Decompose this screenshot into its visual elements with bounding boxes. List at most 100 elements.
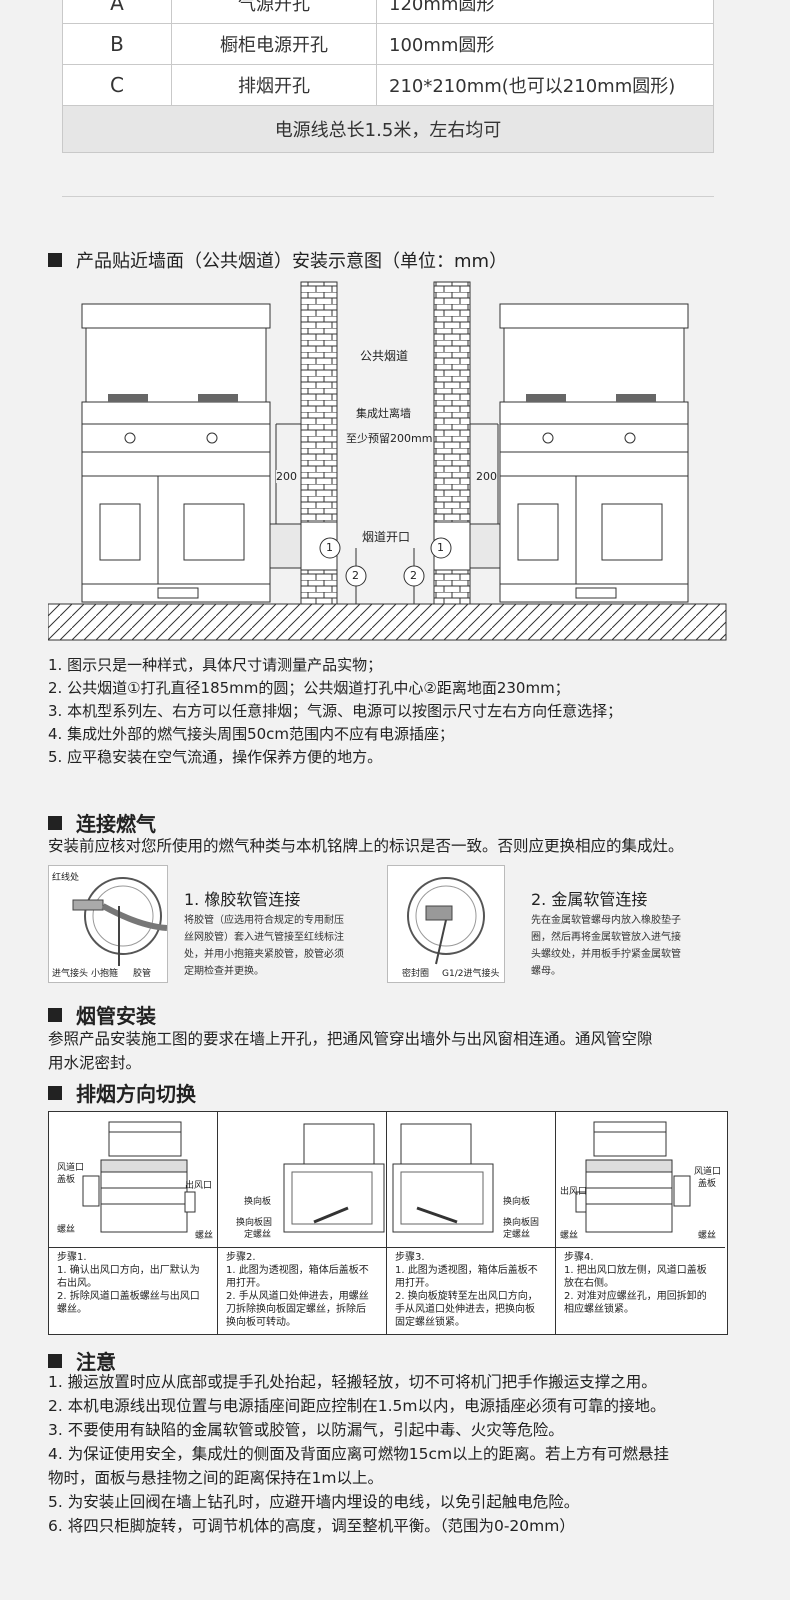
label-diverter: 换向板 xyxy=(244,1197,272,1207)
step-line: 2. 对准对应螺丝孔，用回拆卸的 xyxy=(564,1291,707,1302)
step-illustration xyxy=(392,1123,494,1233)
row-value: 100mm圆形 xyxy=(376,23,714,65)
label-dim-left: 200 xyxy=(276,470,297,483)
step-line: 1. 把出风口放左侧，风道口盖板 xyxy=(564,1265,707,1276)
circle-label-1: 1 xyxy=(326,541,333,554)
pipe-text-line: 参照产品安装施工图的要求在墙上开孔，把通风管穿出墙外与出风窗相连通。通风管空隙 xyxy=(48,1030,653,1048)
label-diverter-screw: 换向板固 xyxy=(503,1218,540,1228)
row-value: 120mm圆形 xyxy=(376,0,714,24)
table-row: A 气源开孔 120mm圆形 xyxy=(62,0,714,24)
step-line: 刀拆除换向板固定螺丝，拆除后 xyxy=(226,1304,366,1315)
circle-label-2: 2 xyxy=(410,569,417,582)
step-line: 2. 拆除风道口盖板螺丝与出风口 xyxy=(57,1291,200,1302)
caution-list: 1. 搬运放置时应从底部或提手孔处抬起，轻搬轻放，切不可将机门把手作搬运支撑之用… xyxy=(48,1370,748,1538)
row-key: C xyxy=(62,64,172,106)
step-line: 右出风。 xyxy=(57,1278,97,1289)
gas-intro: 安装前应核对您所使用的燃气种类与本机铭牌上的标识是否一致。否则应更换相应的集成灶… xyxy=(48,837,684,855)
rubber-hose-image: 红线处 进气接头 小抱箍 胶管 xyxy=(48,865,168,983)
floor xyxy=(48,603,727,641)
row-name: 橱柜电源开孔 xyxy=(171,23,377,65)
section-title-text: 注意 xyxy=(76,1350,116,1374)
section-title-pipe: 烟管安装 xyxy=(48,1000,156,1029)
step-line: 相应螺丝锁紧。 xyxy=(564,1304,634,1315)
label-diverter: 换向板 xyxy=(503,1197,531,1207)
label-wall: 集成灶离墙 xyxy=(356,407,411,420)
section-title-install: 产品贴近墙面（公共烟道）安装示意图（单位：mm） xyxy=(48,247,507,273)
label-red-line: 红线处 xyxy=(52,873,80,883)
step-title: 步骤3. xyxy=(395,1252,425,1263)
step-title: 步骤2. xyxy=(226,1252,256,1263)
label-seal: 密封圈 xyxy=(402,969,430,979)
cell-divider xyxy=(556,1247,725,1248)
step-caption: 步骤2. 1. 此图为透视图，箱体后盖板不 用打开。 2. 手从风道口处伸进去，… xyxy=(226,1251,376,1329)
step-line: 放在右侧。 xyxy=(564,1278,614,1289)
desc-line: 头螺纹处，并用板手拧紧金属软管 xyxy=(531,949,681,960)
section-title-caution: 注意 xyxy=(48,1346,116,1375)
table-footer: 电源线总长1.5米，左右均可 xyxy=(62,105,714,153)
note: 3. 本机型系列左、右方可以任意排烟；气源、电源可以按图示尺寸左右方向任意选择； xyxy=(48,702,623,720)
step-line: 手从风道口处伸进去，把换向板 xyxy=(395,1304,535,1315)
pipe-text: 参照产品安装施工图的要求在墙上开孔，把通风管穿出墙外与出风窗相连通。通风管空隙 … xyxy=(48,1027,738,1075)
step-line: 1. 此图为透视图，箱体后盖板不 xyxy=(395,1265,538,1276)
metal-hose-title: 2. 金属软管连接 xyxy=(531,890,648,909)
label-flue: 公共烟道 xyxy=(360,349,409,363)
rubber-hose-illustration xyxy=(72,877,168,966)
row-key: B xyxy=(62,23,172,65)
divider xyxy=(62,196,714,197)
caution-item: 1. 搬运放置时应从底部或提手孔处抬起，轻搬轻放，切不可将机门把手作搬运支撑之用… xyxy=(48,1373,657,1391)
label-reserve: 至少预留200mm xyxy=(346,432,433,445)
label-hose: 胶管 xyxy=(133,969,152,979)
step-line: 1. 确认出风口方向，出厂默认为 xyxy=(57,1265,200,1276)
opening-spec-table: A 气源开孔 120mm圆形 B 橱柜电源开孔 100mm圆形 C 排烟开孔 2… xyxy=(62,0,714,153)
install-notes: 1. 图示只是一种样式，具体尺寸请测量产品实物； 2. 公共烟道①打孔直径185… xyxy=(48,654,622,769)
note: 2. 公共烟道①打孔直径185mm的圆；公共烟道打孔中心②距离地面230mm； xyxy=(48,679,570,697)
label-duct-cover: 风道口 xyxy=(57,1163,85,1173)
bullet-square-icon xyxy=(48,815,62,830)
label-opening: 烟道开口 xyxy=(362,530,411,544)
label-inlet: 进气接头 xyxy=(52,969,89,979)
label-outlet: 出风口 xyxy=(185,1181,213,1191)
step-line: 1. 此图为透视图，箱体后盖板不 xyxy=(226,1265,369,1276)
desc-line: 定期检查并更换。 xyxy=(184,966,264,977)
cell-divider xyxy=(387,1247,555,1248)
bullet-square-icon xyxy=(48,253,62,267)
bullet-square-icon xyxy=(48,1353,62,1368)
stove-right xyxy=(499,303,689,603)
cell-divider xyxy=(49,1247,217,1248)
step-cell: 风道口 盖板 出风口 螺丝 螺丝 步骤1. 1. 确认出风口方向，出厂默认为 右… xyxy=(49,1112,218,1334)
label-diverter-screw: 换向板固 xyxy=(236,1218,273,1228)
table-footer-row: 电源线总长1.5米，左右均可 xyxy=(62,105,714,153)
section-title-text: 排烟方向切换 xyxy=(76,1082,196,1106)
step-title: 步骤1. xyxy=(57,1252,87,1263)
label-dim-right: 200 xyxy=(476,470,497,483)
step-line: 2. 换向板旋转至左出风口方向， xyxy=(395,1291,538,1302)
label-duct-cover: 风道口 xyxy=(694,1167,722,1177)
step-line: 螺丝。 xyxy=(57,1304,87,1315)
row-key: A xyxy=(62,0,172,24)
label-duct-cover: 盖板 xyxy=(57,1175,76,1185)
label-clamp: 小抱箍 xyxy=(91,969,119,979)
step-illustration xyxy=(283,1123,385,1233)
section-title-gas: 连接燃气 xyxy=(48,808,156,837)
row-value: 210*210mm(也可以210mm圆形) xyxy=(376,64,714,106)
label-duct-cover: 盖板 xyxy=(698,1179,717,1189)
bullet-square-icon xyxy=(48,1085,62,1100)
step-caption: 步骤1. 1. 确认出风口方向，出厂默认为 右出风。 2. 拆除风道口盖板螺丝与… xyxy=(57,1251,207,1316)
desc-line: 先在金属软管螺母内放入橡胶垫子 xyxy=(531,915,681,926)
step-line: 2. 手从风道口处伸进去，用螺丝 xyxy=(226,1291,369,1302)
install-diagram xyxy=(48,281,727,641)
desc-line: 螺母。 xyxy=(531,966,561,977)
note: 1. 图示只是一种样式，具体尺寸请测量产品实物； xyxy=(48,656,383,674)
desc-line: 丝网胶管）套入进气管接至红线标注 xyxy=(184,932,344,943)
step-illustration xyxy=(575,1121,691,1233)
step-caption: 步骤4. 1. 把出风口放左侧，风道口盖板 放在右侧。 2. 对准对应螺丝孔，用… xyxy=(564,1251,714,1316)
table-row: B 橱柜电源开孔 100mm圆形 xyxy=(62,23,714,65)
desc-line: 处，并用小抱箍夹紧胶管，胶管必须 xyxy=(184,949,344,960)
label-thread: G1/2进气接头 xyxy=(442,969,500,979)
table-row: C 排烟开孔 210*210mm(也可以210mm圆形) xyxy=(62,64,714,106)
section-title-text: 连接燃气 xyxy=(76,812,156,836)
step-illustration xyxy=(82,1121,196,1233)
label-diverter-screw: 定螺丝 xyxy=(244,1230,272,1240)
caution-item: 5. 为安装止回阀在墙上钻孔时，应避开墙内埋设的电线，以免引起触电危险。 xyxy=(48,1493,580,1511)
desc-line: 圈，然后再将金属软管放入进气接 xyxy=(531,932,681,943)
